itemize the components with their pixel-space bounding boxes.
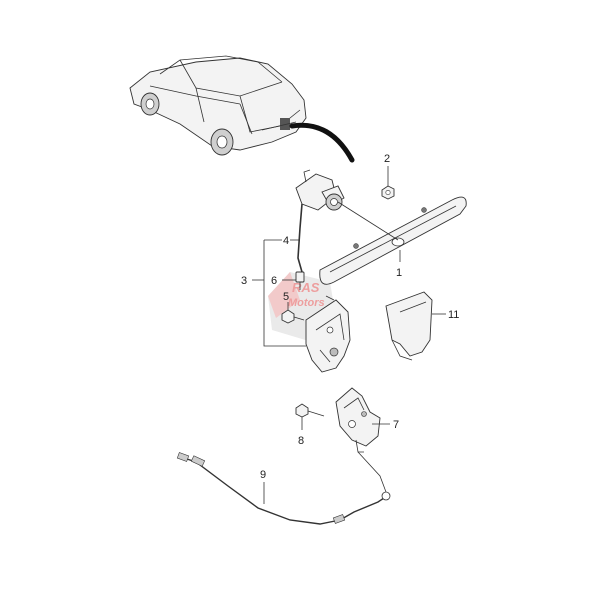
- trunk-lock-marker: [280, 118, 290, 130]
- callout-7: 7: [393, 419, 399, 431]
- part-6-clip: [295, 271, 305, 290]
- location-arrow: [289, 122, 355, 163]
- watermark: RAS Motors: [268, 272, 336, 342]
- upper-latch-assembly: [305, 295, 351, 373]
- callout-1: 1: [396, 267, 402, 279]
- part-4-rod: [297, 203, 303, 273]
- callout-6: 6: [271, 275, 277, 287]
- leader-lines: [252, 166, 446, 504]
- callout-4: 4: [283, 235, 289, 247]
- callout-9: 9: [260, 469, 266, 481]
- lock-cylinder-assembly: [295, 169, 399, 241]
- callout-8: 8: [298, 435, 304, 447]
- part-8-bolt: [295, 403, 325, 418]
- part-7-latch: [335, 387, 381, 453]
- watermark-line2: Motors: [288, 297, 325, 309]
- watermark-line1: RAS: [292, 280, 320, 295]
- callout-3: 3: [241, 275, 247, 287]
- part-1-trunk-garnish: [319, 196, 467, 285]
- part-9-release-cable: [176, 451, 391, 525]
- part-11-cover: [385, 291, 433, 361]
- callout-11: 11: [448, 309, 459, 321]
- callouts: 1 2 3 4 5 6 7 8 9 11: [241, 153, 459, 481]
- part-2-nut: [381, 185, 395, 200]
- callout-2: 2: [384, 153, 390, 165]
- car-illustration: [129, 55, 307, 156]
- watermark-accent: [268, 272, 300, 318]
- callout-5: 5: [283, 291, 289, 303]
